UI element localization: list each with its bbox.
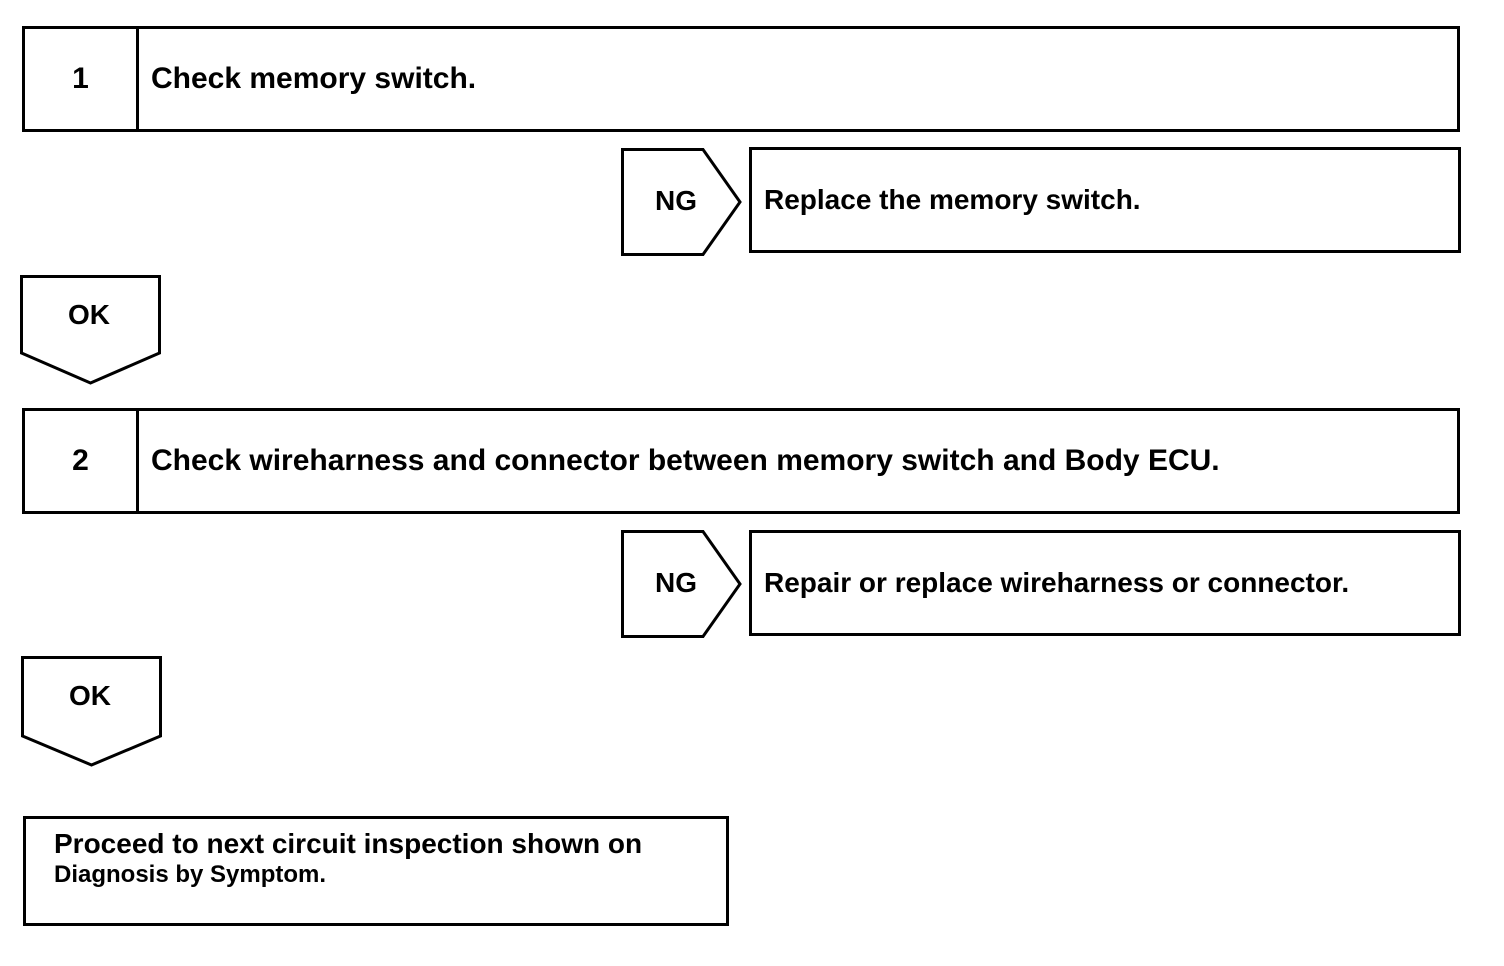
ng-1-result-box: Replace the memory switch. xyxy=(749,147,1461,253)
ng-2-arrow-shape xyxy=(621,530,742,638)
step-1-number: 1 xyxy=(25,29,139,129)
ng-2-result-box: Repair or replace wireharness or connect… xyxy=(749,530,1461,636)
step-1-text: Check memory switch. xyxy=(151,62,477,95)
ok-1-label: OK xyxy=(68,299,110,330)
step-1-box: 1 Check memory switch. xyxy=(22,26,1460,132)
ok-1-tag: OK xyxy=(20,275,162,387)
step-2-number: 2 xyxy=(25,411,139,511)
ok-2-arrow-shape xyxy=(21,656,162,767)
ok-2-label: OK xyxy=(69,680,111,711)
final-instruction-box: Proceed to next circuit inspection shown… xyxy=(23,816,729,926)
ng-1-arrow-shape xyxy=(621,148,742,256)
ng-1-label: NG xyxy=(655,185,697,216)
step-2-box: 2 Check wireharness and connector betwee… xyxy=(22,408,1460,514)
ng-2-tag: NG xyxy=(621,530,742,638)
ok-2-tag: OK xyxy=(21,656,163,768)
ok-1-arrow-shape xyxy=(20,275,161,385)
final-instruction-line-1: Proceed to next circuit inspection shown… xyxy=(54,828,643,859)
ng-2-label: NG xyxy=(655,567,697,598)
final-instruction-line-2: Diagnosis by Symptom. xyxy=(54,861,327,888)
ng-1-tag: NG xyxy=(621,148,742,256)
step-2-text: Check wireharness and connector between … xyxy=(151,444,1220,477)
